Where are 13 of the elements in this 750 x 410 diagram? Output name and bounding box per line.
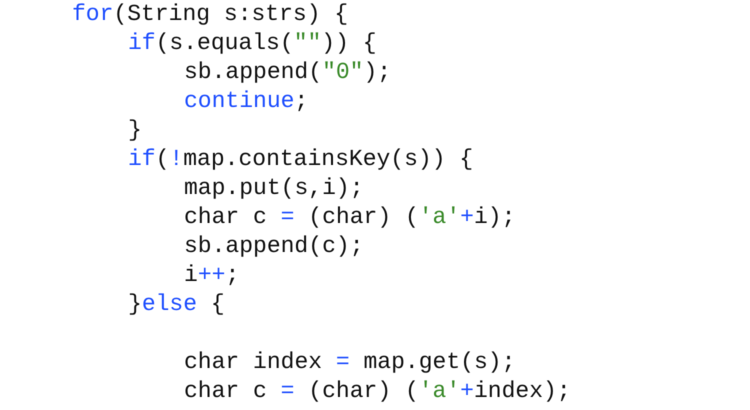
code-line: continue;	[184, 87, 308, 116]
code-line: sb.append(c);	[184, 232, 364, 261]
code-line: char index = map.get(s);	[184, 348, 516, 377]
code-line: for(String s:strs) {	[72, 0, 348, 29]
code-line: char c = (char) ('a'+index);	[184, 377, 571, 406]
code-line: sb.append("0");	[184, 58, 392, 87]
code-line: i++;	[184, 261, 240, 290]
code-line: char c = (char) ('a'+i);	[184, 203, 516, 232]
code-line: }	[128, 116, 142, 145]
code-line: if(!map.containsKey(s)) {	[128, 145, 474, 174]
code-line: }else {	[128, 290, 225, 319]
code-line: map.put(s,i);	[184, 174, 364, 203]
code-line: if(s.equals("")) {	[128, 29, 377, 58]
